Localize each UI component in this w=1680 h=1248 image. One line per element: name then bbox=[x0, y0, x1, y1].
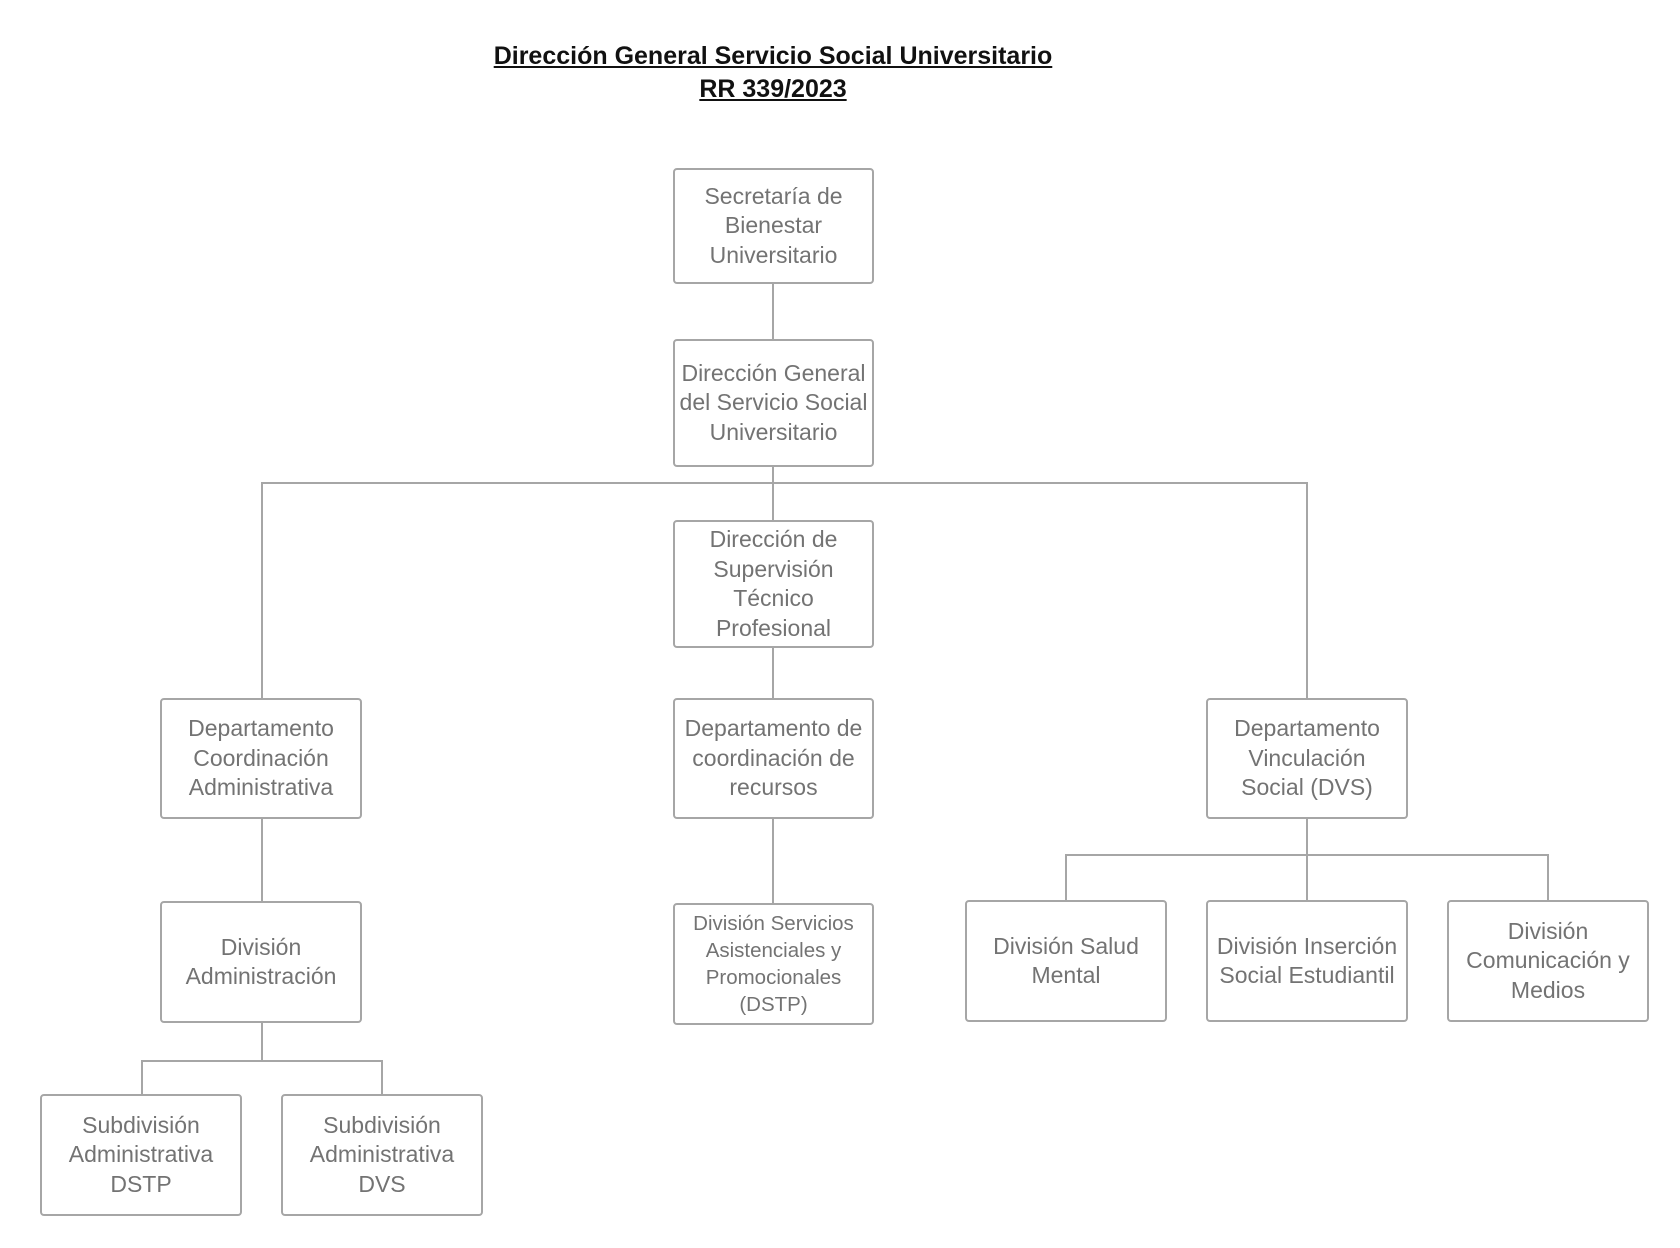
connector bbox=[261, 1022, 263, 1060]
node-depto-vinculacion: Departamento Vinculación Social (DVS) bbox=[1206, 698, 1408, 819]
connector bbox=[261, 482, 263, 698]
connector bbox=[1547, 854, 1549, 900]
node-label: Departamento Vinculación Social (DVS) bbox=[1234, 715, 1380, 801]
node-div-salud: División Salud Mental bbox=[965, 900, 1167, 1022]
chart-title: Dirección General Servicio Social Univer… bbox=[493, 42, 1053, 70]
node-label: Departamento de coordinación de recursos bbox=[684, 715, 863, 801]
node-depto-coordinacion-recursos: Departamento de coordinación de recursos bbox=[673, 698, 874, 819]
connector bbox=[141, 1060, 143, 1094]
node-div-administracion: División Administración bbox=[160, 901, 362, 1023]
connector bbox=[141, 1060, 383, 1062]
node-label: Dirección General del Servicio Social Un… bbox=[679, 359, 868, 445]
node-label: Subdivisión Administrativa DSTP bbox=[68, 1111, 214, 1197]
node-subdiv-dvs: Subdivisión Administrativa DVS bbox=[281, 1094, 483, 1216]
node-label: División Servicios Asistenciales y Promo… bbox=[693, 912, 854, 1016]
connector bbox=[772, 647, 774, 698]
connector bbox=[1306, 482, 1308, 698]
chart-subtitle: RR 339/2023 bbox=[699, 75, 847, 103]
connector bbox=[1065, 854, 1549, 856]
connector bbox=[1306, 818, 1308, 900]
node-label: Dirección de Supervisión Técnico Profesi… bbox=[709, 526, 838, 641]
node-secretaria: Secretaría de Bienestar Universitario bbox=[673, 168, 874, 284]
node-label: Secretaría de Bienestar Universitario bbox=[704, 182, 843, 268]
connector bbox=[772, 466, 774, 520]
node-direccion-supervision: Dirección de Supervisión Técnico Profesi… bbox=[673, 520, 874, 648]
node-direccion-general: Dirección General del Servicio Social Un… bbox=[673, 339, 874, 467]
connector bbox=[381, 1060, 383, 1094]
node-div-insercion: División Inserción Social Estudiantil bbox=[1206, 900, 1408, 1022]
node-label: Subdivisión Administrativa DVS bbox=[309, 1111, 455, 1197]
connector bbox=[261, 482, 1307, 484]
connector bbox=[1065, 854, 1067, 900]
node-label: Departamento Coordinación Administrativa bbox=[188, 715, 334, 801]
connector bbox=[261, 818, 263, 901]
node-depto-coordinacion-admin: Departamento Coordinación Administrativa bbox=[160, 698, 362, 819]
connector bbox=[772, 283, 774, 339]
node-label: División Comunicación y Medios bbox=[1466, 917, 1630, 1003]
node-label: División Administración bbox=[185, 933, 337, 990]
node-label: División Salud Mental bbox=[993, 932, 1139, 989]
node-subdiv-dstp: Subdivisión Administrativa DSTP bbox=[40, 1094, 242, 1216]
node-div-servicios: División Servicios Asistenciales y Promo… bbox=[673, 903, 874, 1025]
connector bbox=[772, 818, 774, 903]
node-label: División Inserción Social Estudiantil bbox=[1216, 932, 1398, 989]
node-div-comunicacion: División Comunicación y Medios bbox=[1447, 900, 1649, 1022]
